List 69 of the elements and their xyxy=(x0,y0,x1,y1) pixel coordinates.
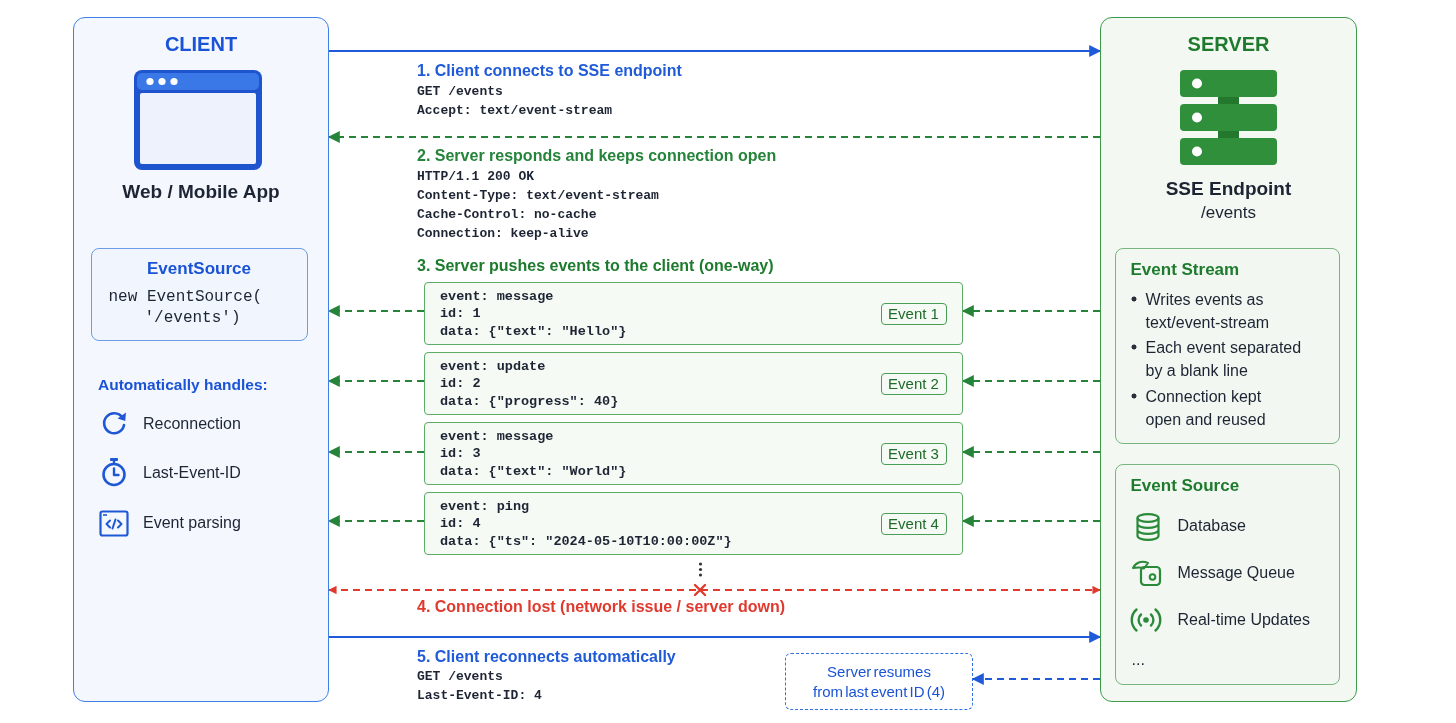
dashed-arrow xyxy=(327,515,425,527)
client-panel xyxy=(73,17,329,702)
dashed-arrow xyxy=(327,305,425,317)
code-line: data: {"ts": "2024-05-10T10:00:00Z"} xyxy=(440,533,732,550)
dashed-arrow xyxy=(961,305,1101,317)
http-line: Accept: text/event-stream xyxy=(417,102,613,119)
http-line: Last-Event-ID: 4 xyxy=(417,687,542,704)
http-line: Cache-Control: no-cache xyxy=(417,206,597,223)
code-snippet: new EventSource( '/events') xyxy=(108,286,264,329)
dashed-arrow xyxy=(961,446,1101,458)
code-line: id: 4 xyxy=(440,515,481,532)
more-label: ... xyxy=(1131,649,1145,670)
panel-title: CLIENT xyxy=(164,32,238,56)
source-label: Message Queue xyxy=(1177,562,1295,583)
http-line: GET /events xyxy=(417,83,503,100)
info-card xyxy=(1114,463,1340,685)
edge-label: 4. Connection lost (network issue / server down) xyxy=(417,597,786,617)
card-title: Event Source xyxy=(1130,474,1240,497)
endpoint-path: /events xyxy=(1201,203,1256,223)
dashed-arrow xyxy=(327,446,425,458)
app-name: Web / Mobile App xyxy=(122,181,280,203)
event-card xyxy=(424,422,963,485)
code-line: event: message xyxy=(440,288,554,305)
code-line: event: ping xyxy=(440,498,530,515)
event-tag: Event 1 xyxy=(880,302,947,325)
code-card xyxy=(90,247,308,341)
edge-label: 1. Client connects to SSE endpoint xyxy=(417,61,682,81)
arrow xyxy=(328,45,1102,57)
code-line: data: {"text": "Hello"} xyxy=(440,323,627,340)
info-card xyxy=(1114,247,1340,444)
http-line: GET /events xyxy=(417,668,503,685)
event-tag: Event 4 xyxy=(880,512,947,535)
card-title: EventSource xyxy=(147,257,251,280)
event-tag: Event 2 xyxy=(880,372,947,395)
resume-note: Server resumes from last event ID (4) xyxy=(785,653,973,710)
event-tag: Event 3 xyxy=(880,442,947,465)
section-heading: Automatically handles: xyxy=(98,375,268,395)
arrow xyxy=(328,631,1102,643)
code-line: id: 2 xyxy=(440,375,481,392)
feature-label: Event parsing xyxy=(143,513,241,533)
server-panel xyxy=(1100,17,1357,702)
dashed-arrow xyxy=(971,673,1101,685)
code-line: event: update xyxy=(440,358,546,375)
http-line: Content-Type: text/event-stream xyxy=(417,187,659,204)
dashed-arrow xyxy=(961,375,1101,387)
code-line: data: {"progress": 40} xyxy=(440,393,619,410)
edge-label: 2. Server responds and keeps connection open xyxy=(417,146,777,166)
code-line: event: message xyxy=(440,428,554,445)
step-heading: 3. Server pushes events to the client (one-way) xyxy=(417,256,774,276)
code-line: data: {"text": "World"} xyxy=(440,463,627,480)
http-line: Connection: keep-alive xyxy=(417,225,589,242)
endpoint-name: SSE Endpoint xyxy=(1165,178,1292,200)
dashed-double-arrow xyxy=(328,585,1101,595)
card-title: Event Stream xyxy=(1130,258,1240,281)
feature-label: Reconnection xyxy=(143,414,241,434)
http-line: HTTP/1.1 200 OK xyxy=(417,168,535,185)
feature-label: Last-Event-ID xyxy=(143,463,241,483)
edge-label: 5. Client reconnects automatically xyxy=(417,647,676,667)
dashed-arrow xyxy=(327,375,425,387)
dashed-arrow xyxy=(961,515,1101,527)
event-card xyxy=(424,492,963,555)
source-label: Real-time Updates xyxy=(1177,609,1310,630)
code-line: id: 1 xyxy=(440,305,481,322)
event-card xyxy=(424,282,963,345)
code-line: id: 3 xyxy=(440,445,481,462)
panel-title: SERVER xyxy=(1187,32,1270,56)
dashed-arrow xyxy=(327,131,1101,143)
source-label: Database xyxy=(1177,515,1246,536)
event-card xyxy=(424,352,963,415)
